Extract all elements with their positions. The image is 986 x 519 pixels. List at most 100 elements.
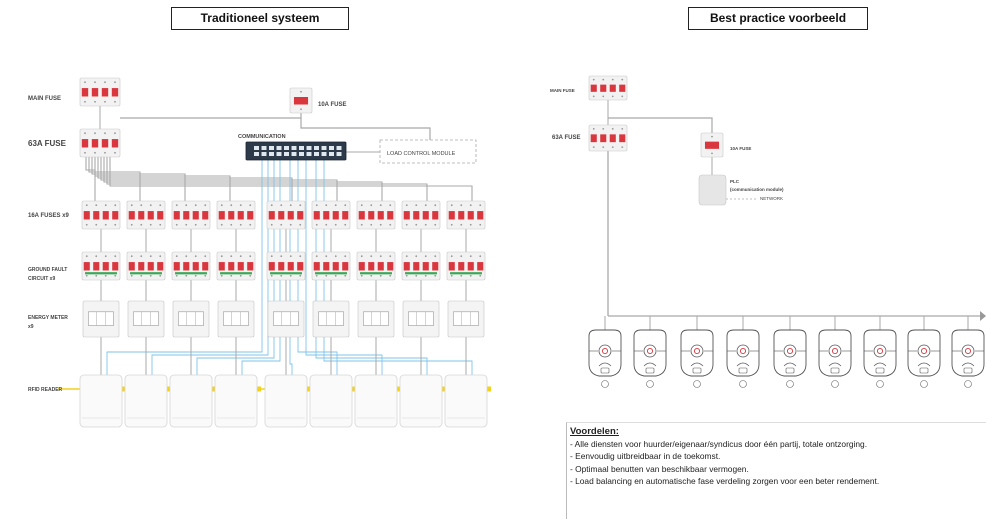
rfid-connector: [486, 386, 491, 392]
main-fuse-label: MAIN FUSE: [28, 96, 61, 102]
charging-station: [124, 374, 168, 428]
advantage-item: - Optimaal benutten van beschikbaar verm…: [570, 463, 749, 474]
energy-meter-count-label: x9: [28, 324, 34, 330]
fuse-10a: [289, 87, 313, 114]
ground-fault-breaker: [81, 251, 121, 281]
charging-station: [399, 374, 443, 428]
wire: [100, 157, 338, 201]
advantages-title: Voordelen:: [570, 426, 619, 437]
fuse-10a: [700, 132, 724, 158]
charging-station: [169, 374, 213, 428]
charging-station: [214, 374, 258, 428]
right-wiring: [604, 100, 986, 330]
network-label: NETWORK: [760, 196, 783, 201]
fuse-16a: [126, 200, 166, 230]
ground-fault-breaker: [266, 251, 306, 281]
charging-station: [264, 374, 308, 428]
advantage-item: - Eenvoudig uitbreidbaar in de toekomst.: [570, 451, 721, 462]
rfid-connector: [121, 386, 126, 392]
energy-meter: [357, 300, 395, 338]
ground-fault-breaker: [446, 251, 486, 281]
ground-fault-breaker: [356, 251, 396, 281]
wallbox-charger: [680, 329, 714, 388]
rfid-connector: [396, 386, 401, 392]
energy-meter: [172, 300, 210, 338]
rfid-connector: [306, 386, 311, 392]
load-control-module: [379, 139, 477, 164]
ground-fault-breaker: [126, 251, 166, 281]
communication-switch: [245, 141, 347, 161]
wallbox-charger: [951, 329, 985, 388]
bus-arrow: [980, 311, 986, 321]
fuse-16a: [216, 200, 256, 230]
ground-fault-label: GROUND FAULT: [28, 267, 67, 273]
wire: [608, 117, 713, 133]
rfid-connector: [256, 386, 261, 392]
left-devices: [79, 77, 488, 428]
wallbox-charger: [907, 329, 941, 388]
charging-station: [444, 374, 488, 428]
advantages-panel: Voordelen: - Alle diensten voor huurder/…: [566, 422, 986, 519]
wallbox-charger: [588, 329, 622, 388]
fuse-63a: [588, 124, 628, 152]
advantage-item: - Load balancing en automatische fase ve…: [570, 476, 880, 487]
fuse-16a: [401, 200, 441, 230]
fuse-16a: [446, 200, 486, 230]
energy-meter: [127, 300, 165, 338]
fuse-16a: [171, 200, 211, 230]
wallbox-charger: [773, 329, 807, 388]
fuse-16a: [81, 200, 121, 230]
rfid-connector: [351, 386, 356, 392]
ground-fault-breaker: [311, 251, 351, 281]
energy-meter-label: ENERGY METER: [28, 315, 68, 321]
fuses-16a-label: 16A FUSES x9: [28, 213, 69, 219]
wire: [85, 157, 96, 201]
left-diagram-title: Traditioneel systeem: [171, 7, 349, 30]
wire: [103, 157, 383, 201]
fuse-63a: [79, 128, 121, 158]
wire: [91, 157, 186, 201]
rfid-reader-label: RFID READER: [28, 387, 63, 393]
plc-label: PLC: [730, 179, 740, 184]
fuse-16a: [266, 200, 306, 230]
communication-label: COMMUNICATION: [238, 134, 286, 140]
energy-meter: [402, 300, 440, 338]
wire: [300, 118, 431, 140]
charging-station: [354, 374, 398, 428]
rfid-connector: [211, 386, 216, 392]
advantage-item: - Alle diensten voor huurder/eigenaar/sy…: [570, 439, 868, 449]
charging-station: [309, 374, 353, 428]
wallbox-charger: [633, 329, 667, 388]
ground-fault-count-label: CIRCUIT x9: [28, 276, 55, 282]
wire: [94, 157, 231, 201]
wire: [120, 113, 302, 119]
energy-meter: [312, 300, 350, 338]
fuse-16a: [356, 200, 396, 230]
ground-fault-breaker: [216, 251, 256, 281]
main-fuse: [79, 77, 121, 107]
rfid-connector: [441, 386, 446, 392]
right-fuse-63a-label: 63A FUSE: [552, 135, 580, 141]
wallbox-charger: [726, 329, 760, 388]
right-diagram-title: Best practice voorbeeld: [688, 7, 868, 30]
energy-meter: [267, 300, 305, 338]
energy-meter: [82, 300, 120, 338]
wallbox-charger: [863, 329, 897, 388]
wire: [97, 157, 293, 201]
ground-fault-breaker: [171, 251, 211, 281]
right-main-fuse-label: MAIN FUSE: [550, 88, 575, 93]
right-devices: [588, 75, 985, 388]
fuse-16a: [311, 200, 351, 230]
plc-module: [698, 174, 727, 206]
wire: [106, 160, 263, 375]
fuse-10a-label: 10A FUSE: [318, 102, 346, 108]
wire: [109, 157, 473, 201]
charging-station: [79, 374, 123, 428]
wire: [88, 157, 141, 201]
fuse-63a-label: 63A FUSE: [28, 139, 67, 148]
ground-fault-breaker: [401, 251, 441, 281]
load-control-label: LOAD CONTROL MODULE: [387, 151, 456, 157]
rfid-connector: [166, 386, 171, 392]
energy-meter: [217, 300, 255, 338]
